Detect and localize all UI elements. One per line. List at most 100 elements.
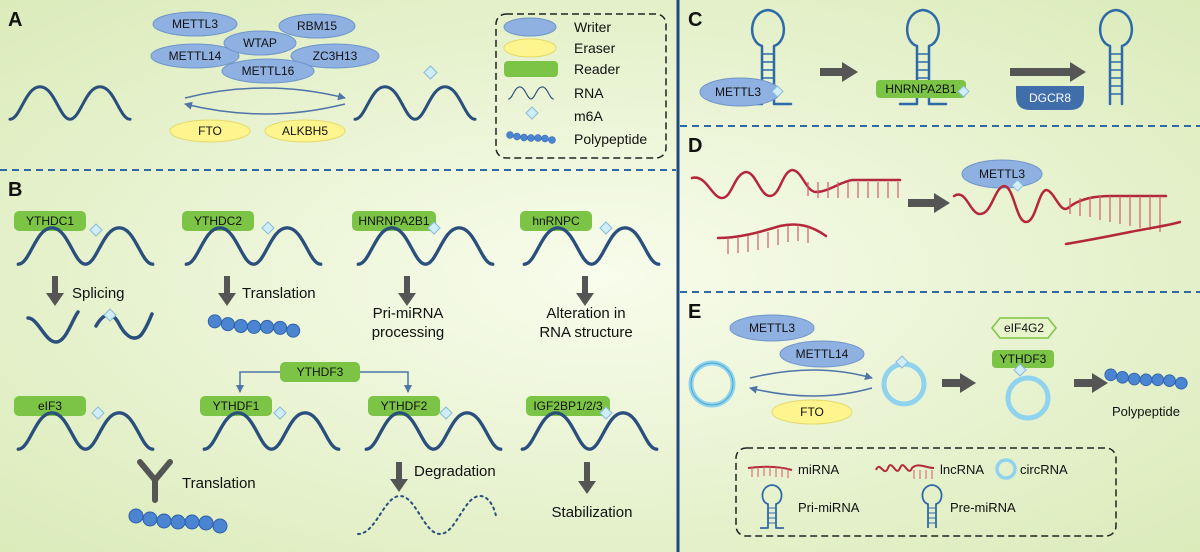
c-dgcr8-label: DGCR8 bbox=[1029, 91, 1071, 105]
reader-igf2bp bbox=[526, 396, 610, 416]
legend-reader-label: Reader bbox=[574, 61, 620, 77]
writer-wtap-label: WTAP bbox=[243, 36, 277, 50]
d-arrow-shaft bbox=[908, 199, 936, 207]
e-arrow-1-shaft bbox=[942, 379, 962, 387]
reader-ythdf2-label: YTHDF2 bbox=[381, 399, 428, 413]
legend-eraser-swatch bbox=[503, 38, 557, 58]
e-writer-mettl14 bbox=[779, 340, 865, 368]
eif3-block: eIF3 Translation bbox=[14, 396, 256, 534]
arrow-head-stabilization bbox=[578, 481, 596, 494]
legend-m6a-label: m6A bbox=[574, 108, 603, 124]
mirna-bases bbox=[727, 225, 809, 254]
primirna-hairpin-1 bbox=[743, 8, 793, 106]
mirna-unbound bbox=[716, 223, 828, 254]
writer-zc3h13 bbox=[290, 43, 380, 69]
reader-ythdc1-label: YTHDC1 bbox=[26, 214, 74, 228]
e-eraser-fto-label: FTO bbox=[800, 405, 824, 419]
legend-primirna-swatch bbox=[760, 484, 784, 529]
legend-eraser-label: Eraser bbox=[574, 40, 616, 56]
legend-e: miRNA lncRNA circRNA Pri-miRNA Pre-miRNA bbox=[735, 447, 1117, 537]
hairpin-stem-2 bbox=[898, 8, 948, 106]
e-circrna-unmodified-outline bbox=[690, 362, 734, 406]
primirna-hairpin-2 bbox=[898, 8, 948, 106]
primirna-label-2: processing bbox=[372, 324, 445, 341]
arrow-head-alteration bbox=[576, 293, 594, 306]
writer-mettl16-label: METTL16 bbox=[242, 64, 295, 78]
d-writer-mettl3-label: METTL3 bbox=[979, 167, 1025, 181]
hairpin-rungs-2 bbox=[917, 53, 929, 95]
reader-hnrnpa2b1 bbox=[352, 211, 436, 231]
reader-ythdc2-label: YTHDC2 bbox=[194, 214, 242, 228]
c-reader-hnrnpa2b1 bbox=[876, 80, 966, 98]
writer-mettl3-label: METTL3 bbox=[172, 17, 218, 31]
reader-ythdf3 bbox=[280, 362, 360, 382]
lncrna-methylated bbox=[952, 184, 1182, 246]
legend-premirna-rungs bbox=[928, 507, 936, 524]
e-writer-mettl14-label: METTL14 bbox=[796, 347, 849, 361]
ythdf3-to-ythdf1-arrow bbox=[236, 371, 280, 393]
writer-mettl14-label: METTL14 bbox=[169, 49, 222, 63]
legend-mirna-bases bbox=[751, 466, 789, 478]
e-reader-ythdf3 bbox=[992, 350, 1054, 368]
reader-eif3-label: eIF3 bbox=[38, 399, 62, 413]
c-arrow-2-shaft bbox=[1010, 68, 1072, 76]
c-arrow-2-head bbox=[1070, 62, 1086, 82]
arrow-head-splicing bbox=[46, 293, 64, 306]
premirna-rungs bbox=[1110, 53, 1122, 95]
panel-b: B YTHDC1 Splicing YTHDC2 Translation bbox=[8, 179, 661, 536]
y-shaped-eif3-symbol bbox=[137, 459, 173, 503]
ythdf1-block: YTHDF1 bbox=[200, 396, 341, 451]
e-writer-mettl3-label: METTL3 bbox=[749, 321, 795, 335]
premirna-hairpin bbox=[1098, 8, 1134, 106]
e-circrna-bound bbox=[1005, 375, 1051, 421]
reader-igf2bp-label: IGF2BP1/2/3 bbox=[533, 399, 603, 413]
panel-d: D METTL3 bbox=[688, 135, 1182, 254]
c-writer-mettl3-label: METTL3 bbox=[715, 85, 761, 99]
c-reader-hnrnpa2b1-label: HNRNPA2B1 bbox=[885, 82, 956, 96]
ythdf3-block: YTHDF3 bbox=[236, 362, 412, 393]
legend-writer-label: Writer bbox=[574, 19, 611, 35]
writer-mettl3 bbox=[152, 11, 238, 37]
c-arrow-1-shaft bbox=[820, 68, 844, 76]
arrow-head-degradation bbox=[390, 479, 408, 492]
panel-c-letter: C bbox=[688, 9, 702, 31]
ythdf3-to-ythdf2-arrow bbox=[360, 371, 412, 393]
reader-ythdf1-label: YTHDF1 bbox=[213, 399, 260, 413]
premirna-stem bbox=[1098, 8, 1134, 106]
e-arrow-2-shaft bbox=[1074, 379, 1094, 387]
e-demethylation-arrow bbox=[749, 385, 873, 397]
legend-reader-swatch bbox=[504, 61, 558, 77]
panel-a: A METTL3 RBM15 METTL14 ZC3H13 METTL16 WT… bbox=[8, 9, 667, 159]
demethylation-arrow bbox=[184, 101, 346, 115]
eraser-fto-label: FTO bbox=[198, 124, 222, 138]
legend-a: Writer Eraser Reader RNA m6A Polypeptide bbox=[495, 13, 667, 159]
stabilization-label: Stabilization bbox=[552, 504, 633, 521]
primirna-label-1: Pri-miRNA bbox=[373, 305, 444, 322]
lncrna-strand bbox=[690, 168, 902, 200]
alteration-label-1: Alteration in bbox=[546, 305, 625, 322]
legend-e-box bbox=[735, 447, 1117, 537]
writer-mettl16 bbox=[221, 58, 315, 84]
panel-c: C METTL3 HNRNPA2B1 DGCR8 bbox=[688, 8, 1134, 110]
lncrna-unmodified bbox=[690, 168, 902, 200]
arrow-shaft-translation-1 bbox=[224, 276, 230, 294]
reader-eif3 bbox=[14, 396, 86, 416]
bound-mirna-strand bbox=[1064, 220, 1182, 246]
c-dgcr8-shape bbox=[1016, 86, 1084, 110]
arrow-shaft-degradation bbox=[396, 462, 402, 480]
lncrna-bases-2 bbox=[1069, 196, 1161, 232]
legend-primirna-label: Pri-miRNA bbox=[798, 500, 860, 515]
eraser-alkbh5 bbox=[264, 119, 346, 143]
eraser-fto bbox=[169, 119, 251, 143]
spliced-rna-left bbox=[26, 310, 80, 344]
d-arrow-head bbox=[934, 193, 950, 213]
e-methylation-arrow bbox=[749, 369, 873, 380]
legend-mirna-label: miRNA bbox=[798, 462, 839, 477]
writer-rbm15 bbox=[278, 13, 356, 39]
reader-hnrnpc-label: hnRNPC bbox=[532, 214, 580, 228]
legend-polypeptide-label: Polypeptide bbox=[574, 131, 647, 147]
legend-rna-label: RNA bbox=[574, 85, 604, 101]
e-eif4g2-label: eIF4G2 bbox=[1004, 321, 1044, 335]
legend-lncrna-label: lncRNA bbox=[940, 462, 984, 477]
